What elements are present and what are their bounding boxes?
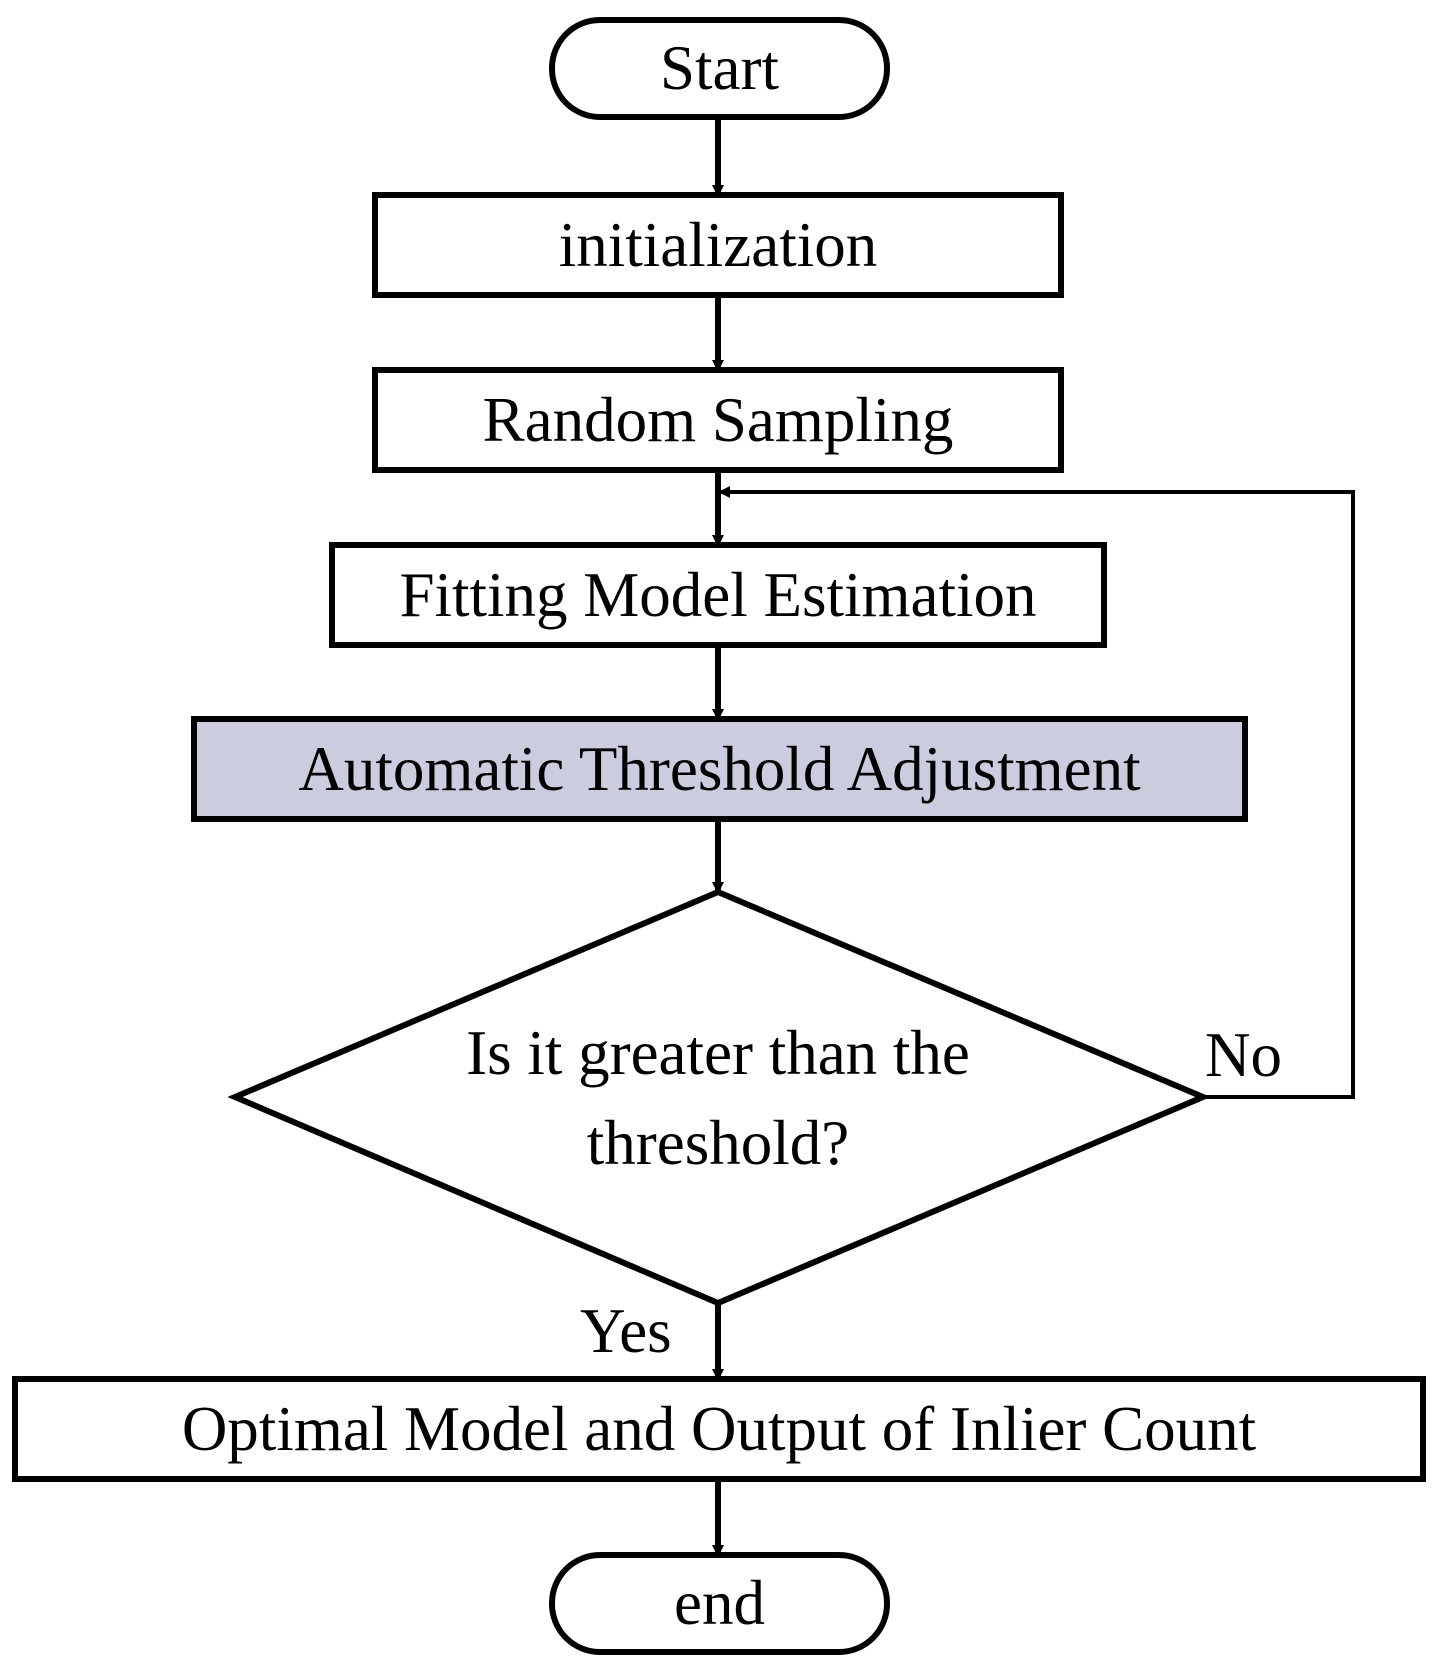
fitting-model-box	[329, 542, 1107, 648]
threshold-adjustment-label: Automatic Threshold Adjustment	[298, 733, 1141, 804]
decision-label-line1: Is it greater than the	[466, 1018, 970, 1088]
random-sampling-label: Random Sampling	[482, 384, 954, 455]
end-label: end	[674, 1568, 765, 1638]
no-edge-label: No	[1205, 1020, 1282, 1090]
decision-label: Is it greater than the threshold?	[380, 1008, 1056, 1198]
initialization-box	[372, 192, 1064, 298]
fitting-model-label: Fitting Model Estimation	[399, 559, 1037, 630]
yes-edge-label: Yes	[580, 1296, 672, 1366]
start-label: Start	[660, 33, 779, 103]
arrow-no-loop	[718, 486, 1355, 1099]
initialization-label: initialization	[558, 209, 878, 280]
decision-label-line2: threshold?	[586, 1108, 850, 1178]
output-label: Optimal Model and Output of Inlier Count	[181, 1393, 1257, 1464]
